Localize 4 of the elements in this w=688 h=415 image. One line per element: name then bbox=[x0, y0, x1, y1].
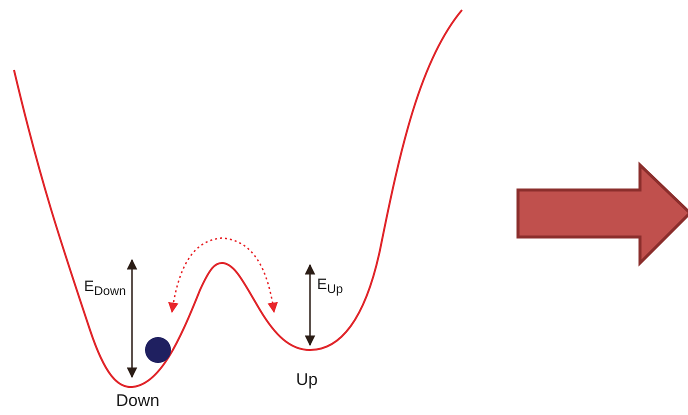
energy-label: E$_{Up}$ bbox=[317, 276, 343, 296]
energy-label: E$_{Down}$ bbox=[84, 278, 126, 298]
well-label: Up bbox=[296, 370, 318, 390]
well-label: Down bbox=[116, 391, 160, 411]
